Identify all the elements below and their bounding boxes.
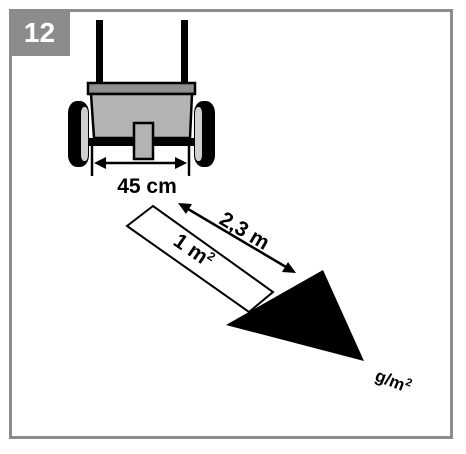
drop-chute xyxy=(132,121,155,161)
left-wheel-hub xyxy=(81,107,88,161)
width-label: 45 cm xyxy=(117,175,177,198)
arrowhead-right-icon xyxy=(175,157,187,169)
handle-right xyxy=(181,20,188,84)
figure-frame xyxy=(9,9,453,439)
rate-label: g/m2 xyxy=(373,365,414,397)
right-wheel-hub xyxy=(195,107,202,161)
width-dimension: 45 cm xyxy=(90,146,191,198)
figure-number-badge: 12 xyxy=(9,9,70,56)
width-label-bg xyxy=(106,175,188,197)
arrowhead-down-icon xyxy=(282,262,296,273)
funnel-triangle-icon xyxy=(226,270,364,361)
spreader-icon xyxy=(68,20,215,167)
hopper-rim xyxy=(86,81,197,96)
distance-label: 2,3 m xyxy=(215,208,273,255)
distance-arrow-line xyxy=(187,207,287,269)
handle-left xyxy=(96,20,103,84)
arrowhead-up-icon xyxy=(178,203,192,214)
arrowhead-left-icon xyxy=(94,157,106,169)
